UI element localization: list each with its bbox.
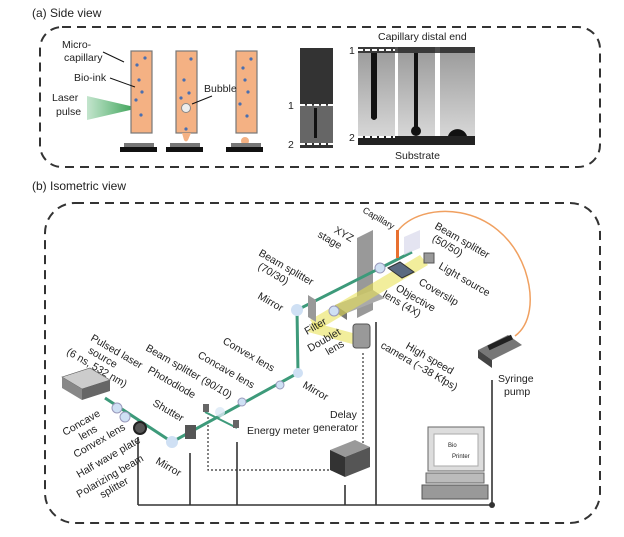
camera-light-path bbox=[308, 322, 360, 345]
bubble bbox=[181, 103, 191, 113]
xyz-stage-label: XYZstage bbox=[316, 218, 357, 255]
delay-generator-shape bbox=[330, 440, 370, 477]
pulsed-laser-source bbox=[61, 367, 111, 400]
high-speed-camera-shape bbox=[352, 323, 371, 349]
arrow bbox=[102, 51, 125, 63]
beam-splitter-50-50-shape bbox=[404, 230, 420, 255]
high-speed-photo-sequence bbox=[358, 47, 475, 145]
mirror-3-shape bbox=[291, 304, 303, 316]
panel-isometric-view: (b) Isometric view bbox=[32, 179, 601, 524]
concave-lens-1 bbox=[111, 402, 123, 414]
panel-b-label: (b) Isometric view bbox=[32, 179, 126, 193]
mirror-1-shape bbox=[166, 436, 178, 448]
beam-splitter-50-50-label: Beam splitter(50/50) bbox=[427, 220, 492, 272]
energy-meter-label: Energy meter bbox=[247, 425, 311, 437]
panel-a-frame bbox=[39, 26, 601, 168]
bubble-label: Bubble bbox=[204, 83, 237, 95]
capillary-stage-3 bbox=[226, 50, 263, 152]
beam-splitter-70-30-shape bbox=[308, 295, 316, 322]
micro-capillary-label: Micro-capillary bbox=[62, 39, 103, 64]
high-speed-photo-single bbox=[300, 48, 333, 148]
signal-wiring bbox=[137, 322, 495, 508]
capillary-distal-end-label: Capillary distal end bbox=[378, 31, 467, 43]
mirror-2-shape bbox=[293, 368, 303, 378]
photodiode-shape bbox=[203, 404, 209, 412]
half-wave-plate bbox=[133, 421, 147, 435]
beam-split-path bbox=[204, 411, 238, 429]
capillary-shape bbox=[396, 230, 399, 258]
objective-lens-shape bbox=[374, 262, 386, 274]
convex-lens-2-shape bbox=[275, 380, 285, 390]
computer[interactable]: Bio Printer bbox=[421, 426, 489, 500]
beam-splitter-90-10-shape bbox=[215, 407, 225, 417]
convex-lens-1 bbox=[119, 411, 131, 423]
seq-mark-1: 1 bbox=[349, 45, 355, 57]
doublet-lens-shape bbox=[328, 305, 340, 317]
panel-a-label: (a) Side view bbox=[32, 6, 102, 20]
screen-text-2: Printer bbox=[452, 454, 470, 460]
capillary-label: Capillary bbox=[361, 205, 397, 231]
arrow bbox=[191, 95, 213, 105]
substrate-label: Substrate bbox=[395, 150, 440, 162]
mirror-1-label: Mirror bbox=[154, 455, 184, 479]
mirror-3-label: Mirror bbox=[256, 290, 286, 314]
syringe-pump-shape bbox=[478, 334, 522, 368]
panel-b-frame bbox=[44, 202, 601, 524]
seq-mark-2: 2 bbox=[349, 132, 355, 144]
high-speed-camera-label: High speedcamera (~38 Kfps) bbox=[378, 329, 465, 393]
photo-mark-1: 1 bbox=[288, 100, 294, 112]
shutter-label: Shutter bbox=[151, 397, 187, 425]
energy-meter-shape bbox=[233, 420, 239, 428]
panel-side-view: (a) Side view Micro-capillary Bio-ink bbox=[32, 6, 601, 168]
concave-lens-2-shape bbox=[237, 397, 247, 407]
capillary-stage-1 bbox=[120, 50, 157, 152]
mirror-2-label: Mirror bbox=[301, 379, 331, 403]
laser-pulse-beam bbox=[87, 96, 139, 120]
syringe-tube bbox=[396, 210, 531, 337]
shutter-shape bbox=[185, 425, 196, 439]
bio-ink-label: Bio-ink bbox=[74, 72, 107, 84]
arrow bbox=[109, 77, 136, 88]
screen-text-1: Bio bbox=[448, 443, 457, 449]
photo-mark-2: 2 bbox=[288, 139, 294, 151]
light-source-shape bbox=[423, 252, 435, 264]
coverslip-shape bbox=[387, 261, 415, 279]
capillary-stage-2 bbox=[166, 50, 203, 152]
